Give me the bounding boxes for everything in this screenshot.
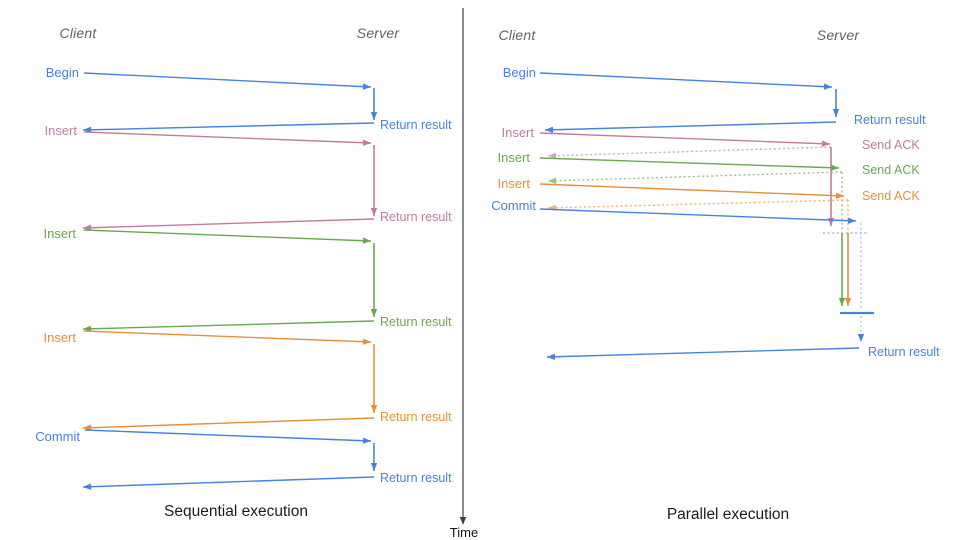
par-ack2-label: Send ACK xyxy=(862,163,920,177)
par-commit-return xyxy=(546,347,860,358)
seq-begin-return-arrowhead xyxy=(83,126,92,134)
seq-insert3-process-arrowhead xyxy=(370,405,378,413)
seq-insert1-label: Insert xyxy=(44,123,77,138)
par-insert1-request xyxy=(539,132,831,145)
seq-insert3-request-arrowhead xyxy=(362,338,371,345)
seq-insert3-return-arrowhead xyxy=(83,424,92,431)
left-server-header: Server xyxy=(356,25,400,41)
par-insert3-label: Insert xyxy=(497,176,530,191)
seq-insert2-label: Insert xyxy=(43,226,76,241)
par-insert3-request xyxy=(539,183,845,197)
seq-insert1-return-arrowhead xyxy=(83,224,92,231)
par-insert3-ack xyxy=(547,199,849,209)
par-insert1-label: Insert xyxy=(501,125,534,140)
par-return1-label: Return result xyxy=(854,113,926,127)
par-commit-request xyxy=(539,208,857,222)
seq-insert1-return xyxy=(82,218,375,229)
par-begin-process-arrowhead xyxy=(832,109,840,117)
right-server-header: Server xyxy=(816,27,860,43)
par-insert2-process-arrowhead xyxy=(838,298,846,306)
seq-insert2-process-arrowhead xyxy=(370,309,378,317)
par-commit-request-arrowhead xyxy=(847,217,856,224)
seq-return2-label: Return result xyxy=(380,210,452,224)
seq-insert2-return xyxy=(82,320,375,330)
seq-commit-request xyxy=(84,429,372,442)
par-insert3-request-arrowhead xyxy=(835,192,844,199)
seq-insert1-process-arrowhead xyxy=(370,208,378,216)
seq-return3-label: Return result xyxy=(380,315,452,329)
seq-return5-label: Return result xyxy=(380,471,452,485)
par-insert2-request-arrowhead xyxy=(830,164,839,171)
seq-begin-label: Begin xyxy=(46,65,79,80)
seq-begin-process-arrowhead xyxy=(370,112,378,120)
seq-insert2-request-arrowhead xyxy=(362,237,371,244)
seq-insert2-request xyxy=(83,229,372,242)
par-commit-label: Commit xyxy=(491,198,536,213)
par-insert2-ack xyxy=(547,171,843,182)
right-client-header: Client xyxy=(498,27,536,43)
time-axis-label: Time xyxy=(449,525,479,540)
par-insert2-label: Insert xyxy=(497,150,530,165)
seq-insert3-return xyxy=(82,417,375,429)
par-commit-exec-arrowhead xyxy=(857,334,865,342)
seq-insert3-label: Insert xyxy=(43,330,76,345)
par-insert1-ack xyxy=(547,146,832,157)
par-insert3-process-arrowhead xyxy=(844,298,852,306)
par-insert2-ack-arrowhead xyxy=(548,177,557,184)
par-ack1-label: Send ACK xyxy=(862,138,920,152)
par-insert1-process-arrowhead xyxy=(827,218,835,226)
par-begin-request-arrowhead xyxy=(823,83,832,90)
seq-commit-process-arrowhead xyxy=(370,463,378,471)
seq-insert3-request xyxy=(83,330,372,343)
seq-insert1-request xyxy=(83,131,372,144)
par-begin-return-arrowhead xyxy=(545,126,554,133)
time-axis-arrowhead xyxy=(459,517,467,525)
par-insert2-request xyxy=(539,157,840,169)
seq-return1-label: Return result xyxy=(380,118,452,132)
seq-begin-request xyxy=(83,72,372,88)
seq-return4-label: Return result xyxy=(380,410,452,424)
seq-insert2-return-arrowhead xyxy=(83,325,92,332)
par-return2-label: Return result xyxy=(868,345,940,359)
left-client-header: Client xyxy=(59,25,97,41)
seq-begin-request-arrowhead xyxy=(362,83,371,90)
seq-commit-return xyxy=(82,476,375,488)
par-begin-return xyxy=(544,121,837,131)
par-insert1-request-arrowhead xyxy=(821,140,830,147)
par-begin-label: Begin xyxy=(503,65,536,80)
sequential-execution-title: Sequential execution xyxy=(164,503,308,520)
seq-commit-label: Commit xyxy=(35,429,80,444)
parallel-execution-title: Parallel execution xyxy=(666,506,790,523)
seq-begin-return xyxy=(82,122,375,131)
seq-insert1-request-arrowhead xyxy=(362,139,371,146)
par-commit-return-arrowhead xyxy=(547,353,556,360)
seq-commit-return-arrowhead xyxy=(83,483,92,490)
seq-commit-request-arrowhead xyxy=(362,437,371,444)
par-insert1-ack-arrowhead xyxy=(548,152,557,159)
par-ack3-label: Send ACK xyxy=(862,189,920,203)
par-begin-request xyxy=(539,72,833,88)
